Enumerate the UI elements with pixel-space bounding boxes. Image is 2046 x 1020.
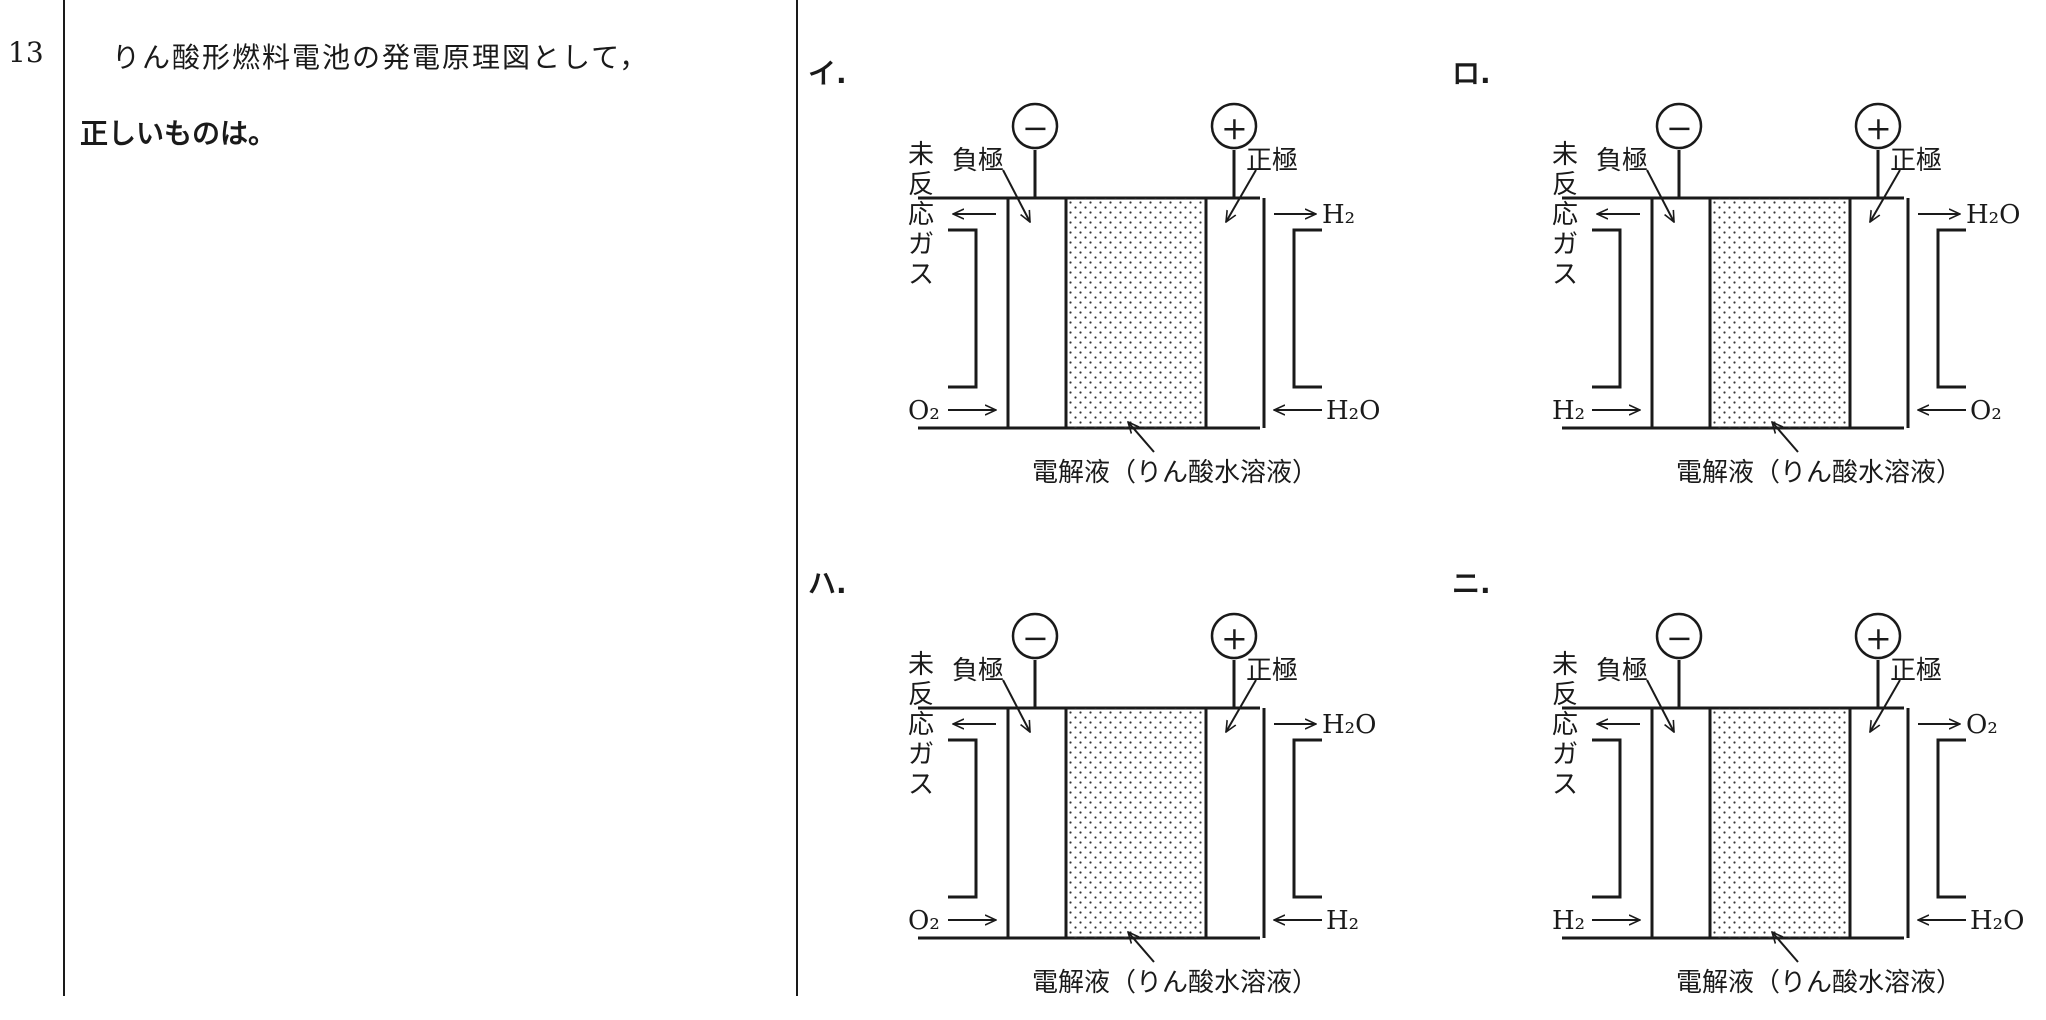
question-number: 13 bbox=[8, 36, 44, 69]
positive-electrode-label: 正極 bbox=[1246, 146, 1299, 176]
positive-sign: + bbox=[1221, 619, 1248, 657]
positive-terminal-icon bbox=[1210, 102, 1258, 150]
positive-terminal-icon bbox=[1210, 612, 1258, 660]
anode-input-label: H₂ bbox=[1552, 906, 1586, 936]
cathode-input-label: H₂ bbox=[1326, 906, 1360, 936]
cathode-input-label: H₂O bbox=[1326, 396, 1381, 426]
negative-electrode-label: 負極 bbox=[1596, 656, 1649, 686]
electrolyte-region bbox=[1066, 708, 1206, 938]
positive-electrode-label: 正極 bbox=[1890, 146, 1943, 176]
choice-label: ロ. bbox=[1452, 57, 1491, 90]
question-stem-line2: 正しいものは。 bbox=[80, 117, 277, 150]
negative-terminal-icon bbox=[1655, 612, 1703, 660]
negative-terminal-icon bbox=[1011, 612, 1059, 660]
anode-input-label: H₂ bbox=[1552, 396, 1586, 426]
positive-terminal-icon bbox=[1854, 102, 1902, 150]
negative-sign: − bbox=[1666, 109, 1693, 147]
choice-3[interactable]: ニ. bbox=[1452, 540, 2046, 1020]
right-column-divider bbox=[796, 0, 798, 996]
negative-electrode-label: 負極 bbox=[952, 656, 1005, 686]
electrolyte-label: 電解液（りん酸水溶液） bbox=[1032, 968, 1319, 998]
cathode-input-label: H₂O bbox=[1970, 906, 2025, 936]
unreacted-gas-label: 未反応ガス bbox=[908, 140, 935, 290]
cathode-output-label: H₂ bbox=[1322, 200, 1356, 230]
positive-sign: + bbox=[1865, 109, 1892, 147]
cathode-output-label: O₂ bbox=[1966, 710, 1998, 740]
negative-sign: − bbox=[1022, 109, 1049, 147]
choice-2[interactable]: ハ. bbox=[808, 540, 1448, 1020]
electrolyte-label: 電解液（りん酸水溶液） bbox=[1032, 458, 1319, 488]
positive-electrode-label: 正極 bbox=[1246, 656, 1299, 686]
negative-terminal-icon bbox=[1011, 102, 1059, 150]
electrolyte-region bbox=[1710, 198, 1850, 428]
unreacted-gas-label: 未反応ガス bbox=[1552, 140, 1579, 290]
anode-input-label: O₂ bbox=[908, 396, 940, 426]
choice-0[interactable]: イ. bbox=[808, 30, 1448, 510]
choice-label: ニ. bbox=[1452, 567, 1491, 600]
positive-sign: + bbox=[1865, 619, 1892, 657]
choice-label: イ. bbox=[808, 57, 847, 90]
fuel-cell-diagram bbox=[918, 612, 1322, 963]
choice-label: ハ. bbox=[808, 567, 847, 600]
electrolyte-label: 電解液（りん酸水溶液） bbox=[1676, 458, 1963, 488]
choice-1[interactable]: ロ. bbox=[1452, 30, 2046, 510]
electrolyte-region bbox=[1710, 708, 1850, 938]
negative-electrode-label: 負極 bbox=[1596, 146, 1649, 176]
cathode-output-label: H₂O bbox=[1322, 710, 1377, 740]
unreacted-gas-label: 未反応ガス bbox=[908, 650, 935, 800]
unreacted-gas-label: 未反応ガス bbox=[1552, 650, 1579, 800]
negative-terminal-icon bbox=[1655, 102, 1703, 150]
cathode-input-label: O₂ bbox=[1970, 396, 2002, 426]
fuel-cell-diagram bbox=[1562, 102, 1966, 453]
negative-sign: − bbox=[1022, 619, 1049, 657]
electrolyte-region bbox=[1066, 198, 1206, 428]
anode-input-label: O₂ bbox=[908, 906, 940, 936]
electrolyte-label: 電解液（りん酸水溶液） bbox=[1676, 968, 1963, 998]
question-stem-line1: りん酸形燃料電池の発電原理図として， bbox=[112, 41, 650, 74]
cathode-output-label: H₂O bbox=[1966, 200, 2021, 230]
positive-electrode-label: 正極 bbox=[1890, 656, 1943, 686]
negative-electrode-label: 負極 bbox=[952, 146, 1005, 176]
positive-sign: + bbox=[1221, 109, 1248, 147]
positive-terminal-icon bbox=[1854, 612, 1902, 660]
fuel-cell-diagram bbox=[918, 102, 1322, 453]
negative-sign: − bbox=[1666, 619, 1693, 657]
left-column-divider bbox=[63, 0, 65, 996]
fuel-cell-diagram bbox=[1562, 612, 1966, 963]
